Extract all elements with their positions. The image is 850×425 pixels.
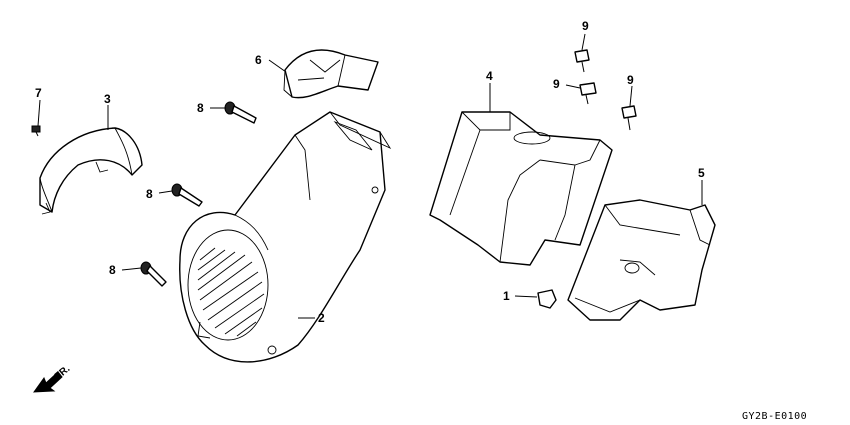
part-8-bolt-a (224, 101, 257, 124)
part-8-bolt-b (171, 183, 203, 207)
part-1-clip (537, 289, 557, 309)
part-9-bolt-c (621, 105, 637, 131)
part-3-cover (39, 127, 143, 215)
callout-4: 4 (486, 69, 493, 83)
callout-9b: 9 (553, 77, 560, 91)
callout-8b: 8 (146, 187, 153, 201)
leader-lines (37, 33, 703, 319)
part-9-bolt-a (574, 49, 590, 73)
callout-1: 1 (503, 289, 510, 303)
callout-5: 5 (698, 166, 705, 180)
callout-7: 7 (35, 86, 42, 100)
callout-8c: 8 (109, 263, 116, 277)
callout-9c: 9 (627, 73, 634, 87)
callout-2: 2 (318, 311, 325, 325)
part-8-bolt-c (140, 261, 167, 287)
callouts: 9 9 9 6 4 7 3 8 8 8 5 2 1 (35, 19, 705, 325)
part-7-screw (31, 125, 41, 137)
part-9-bolt-b (579, 82, 597, 105)
front-arrow-icon (32, 371, 63, 393)
part-2-fan-shroud (179, 111, 392, 363)
callout-9a: 9 (582, 19, 589, 33)
callout-6: 6 (255, 53, 262, 67)
part-4-cylinder-cover (429, 111, 613, 266)
front-indicator: FR. (32, 363, 72, 393)
part-5-lower-shroud (567, 199, 716, 321)
part-6-duct (283, 49, 379, 99)
callout-8a: 8 (197, 101, 204, 115)
callout-3: 3 (104, 92, 111, 106)
drawing-code: GY2B-E0100 (742, 411, 807, 422)
